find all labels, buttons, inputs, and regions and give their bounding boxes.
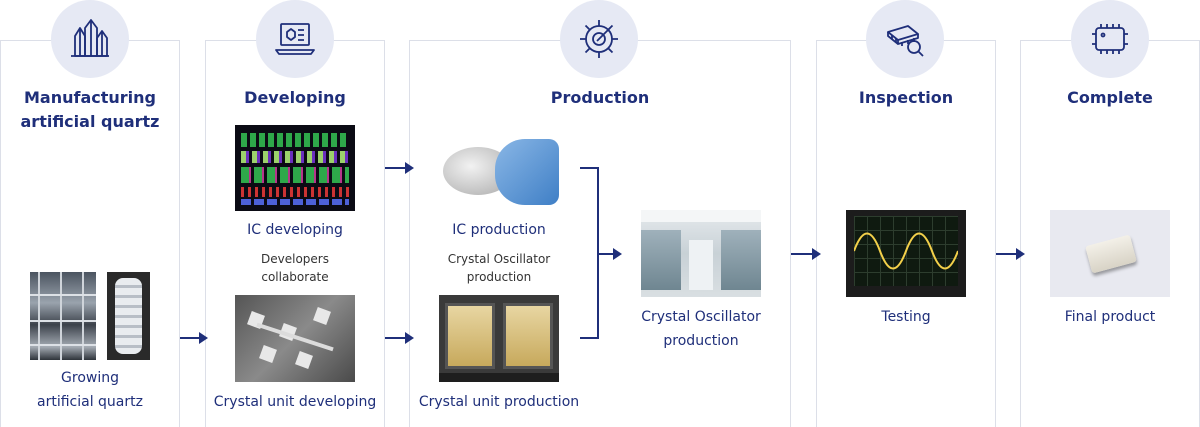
stage-title-line1: Manufacturing: [24, 88, 156, 107]
stage-title-developing: Developing: [244, 88, 346, 107]
crystal-icon: [51, 0, 129, 78]
chip-icon: [1071, 0, 1149, 78]
gear-icon: [560, 0, 638, 78]
stage-title-line2: artificial quartz: [20, 112, 160, 131]
co-production-sub-line2: production: [466, 270, 532, 284]
arrow-manufacturing-to-developing: [180, 332, 208, 344]
factory-line-photo: [641, 210, 761, 297]
final-product-photo: [1050, 210, 1170, 297]
quartz-growth-photo-2: [107, 272, 150, 360]
developers-collaborate-label: Developers collaborate: [205, 250, 385, 286]
stage-title-manufacturing: Manufacturing artificial quartz: [0, 86, 180, 134]
crystal-unit-production-photo: [439, 295, 559, 382]
connector-top-horizontal: [580, 167, 599, 169]
arrow-production-to-inspection: [791, 248, 821, 260]
ic-developing-label: IC developing: [247, 222, 343, 238]
arrow-ic-dev-to-ic-prod: [385, 162, 414, 174]
connector-bottom-horizontal: [580, 337, 599, 339]
crystal-unit-sem-photo: [235, 295, 355, 382]
chip-magnifier-icon: [866, 0, 944, 78]
stage-manufacturing: [0, 40, 180, 427]
ic-layout-photo: [235, 125, 355, 211]
testing-label: Testing: [881, 309, 931, 325]
developers-line2: collaborate: [261, 270, 329, 284]
ic-production-label: IC production: [452, 222, 546, 238]
arrow-inspection-to-complete: [996, 248, 1025, 260]
developers-line1: Developers: [261, 252, 329, 266]
co-production-sub-line1: Crystal Oscillator: [447, 252, 551, 266]
growing-label-line2: artificial quartz: [37, 394, 143, 410]
co-production-line2: production: [663, 333, 739, 349]
co-production-sub-label: Crystal Oscillator production: [409, 250, 589, 286]
arrow-merge-to-co-production: [599, 248, 622, 260]
stage-title-inspection: Inspection: [858, 88, 954, 107]
oscilloscope-photo: [846, 210, 966, 297]
co-production-label: Crystal Oscillator production: [611, 305, 791, 353]
arrow-crystal-dev-to-crystal-prod: [385, 332, 414, 344]
quartz-growth-photo-1: [30, 272, 96, 360]
connector-vertical: [597, 167, 599, 339]
growing-label: Growing artificial quartz: [0, 366, 180, 414]
crystal-unit-developing-label: Crystal unit developing: [213, 394, 377, 410]
stage-title-production: Production: [550, 88, 650, 107]
stage-title-complete: Complete: [1067, 88, 1153, 107]
co-production-line1: Crystal Oscillator: [641, 309, 761, 325]
growing-label-line1: Growing: [61, 370, 119, 386]
wafer-hand-photo: [439, 125, 559, 211]
final-product-label: Final product: [1064, 309, 1156, 325]
crystal-unit-production-label: Crystal unit production: [418, 394, 580, 410]
laptop-design-icon: [256, 0, 334, 78]
